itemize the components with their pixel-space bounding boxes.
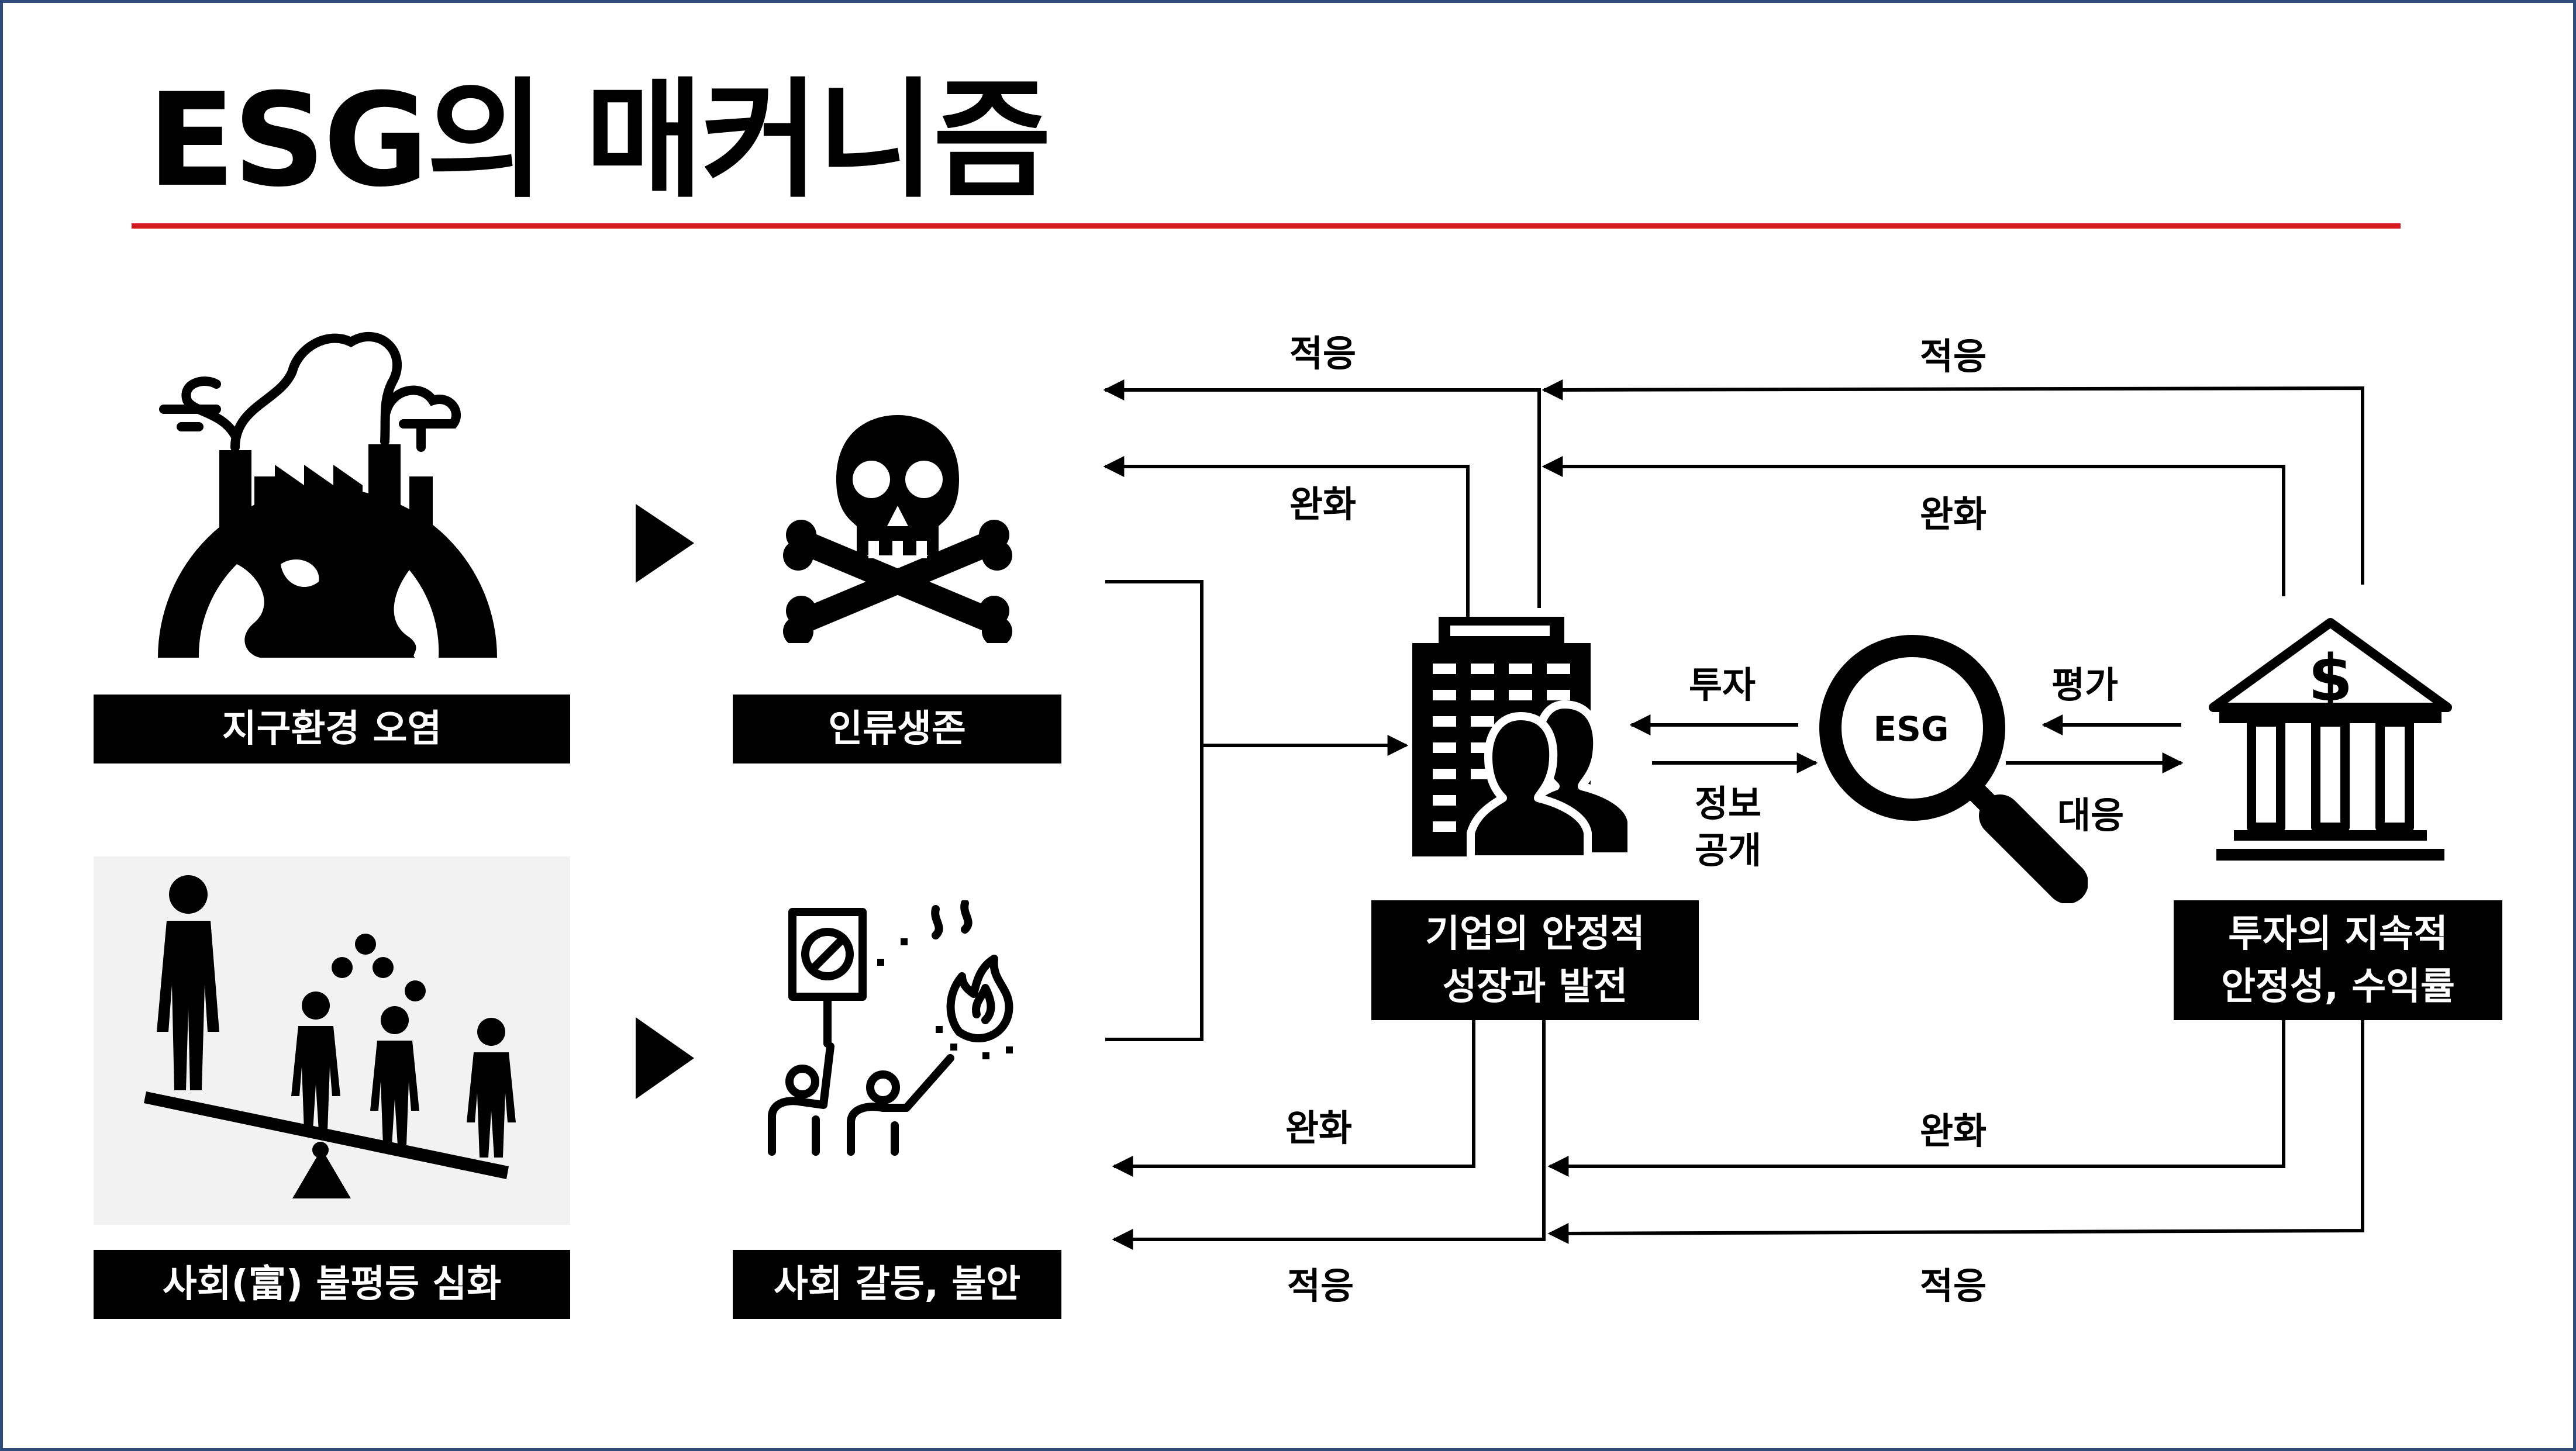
magnifier-icon: ESG xyxy=(1819,635,2088,903)
company-label-line2: 성장과 발전 xyxy=(1442,965,1628,1008)
label-bottom-adapt-right: 적응 xyxy=(1919,1265,1987,1307)
pollution-box: 지구환경 오염 xyxy=(94,695,570,763)
magnifier-esg-label: ESG xyxy=(1874,709,1949,749)
inequality-box: 사회(富) 불평등 심화 xyxy=(94,1250,570,1319)
arrow-bottom-adapt-left xyxy=(1112,1020,1546,1250)
polluted-earth-icon xyxy=(158,331,497,658)
seesaw-inequality-icon xyxy=(144,875,516,1198)
label-disclose-line1: 정보 xyxy=(1694,782,1762,825)
bank-dollar-icon: $ xyxy=(2209,618,2452,861)
label-top-mitigate-right: 완화 xyxy=(1919,493,1987,536)
company-label-line1: 기업의 안정적 xyxy=(1425,912,1645,956)
arrow-bottom-adapt-right xyxy=(1547,1020,2364,1244)
company-box: 기업의 안정적 성장과 발전 xyxy=(1371,900,1699,1020)
office-people-icon xyxy=(1412,617,1636,862)
label-invest: 투자 xyxy=(1688,664,1756,706)
page-title: ESG의 매커니즘 xyxy=(147,65,1051,215)
label-bottom-adapt-left: 적응 xyxy=(1287,1265,1354,1307)
connector-conflict xyxy=(1105,745,1203,1041)
svg-text:$: $ xyxy=(2308,641,2353,716)
inequality-label: 사회(富) 불평등 심화 xyxy=(162,1263,502,1306)
conflict-label: 사회 갈등, 불안 xyxy=(773,1263,1021,1306)
investor-label-line2: 안정성, 수익률 xyxy=(2221,965,2455,1008)
label-bottom-mitigate-left: 완화 xyxy=(1285,1107,1353,1149)
survival-box: 인류생존 xyxy=(733,695,1061,763)
skull-crossbones-icon xyxy=(783,415,1012,643)
label-top-adapt-right: 적응 xyxy=(1919,335,1987,378)
investor-label-line1: 투자의 지속적 xyxy=(2228,912,2448,956)
triangle-right-icon xyxy=(636,504,694,583)
arrow-top-adapt-left xyxy=(1103,379,1541,608)
investor-box: 투자의 지속적 안정성, 수익률 xyxy=(2174,900,2502,1020)
protest-icon xyxy=(768,900,1013,1156)
label-evaluate: 평가 xyxy=(2051,664,2119,706)
arrow-top-mitigate-right xyxy=(1542,456,2285,596)
arrow-top-mitigate-left xyxy=(1103,456,1470,620)
triangle-right-icon xyxy=(636,1017,694,1099)
label-disclose-line2: 공개 xyxy=(1694,829,1762,872)
pollution-label: 지구환경 오염 xyxy=(222,707,442,751)
survival-label: 인류생존 xyxy=(828,707,966,751)
arrow-bottom-mitigate-right xyxy=(1547,1020,2285,1177)
label-top-mitigate-left: 완화 xyxy=(1289,483,1357,526)
label-respond: 대응 xyxy=(2057,794,2125,837)
arrow-top-adapt-right xyxy=(1542,379,2364,585)
label-bottom-mitigate-right: 완화 xyxy=(1919,1110,1987,1152)
label-top-adapt-left: 적응 xyxy=(1289,332,1357,375)
conflict-box: 사회 갈등, 불안 xyxy=(733,1250,1061,1319)
connector-survival xyxy=(1105,580,1203,745)
title-underline xyxy=(132,223,2401,229)
arrow-bottom-mitigate-left xyxy=(1112,1020,1475,1177)
